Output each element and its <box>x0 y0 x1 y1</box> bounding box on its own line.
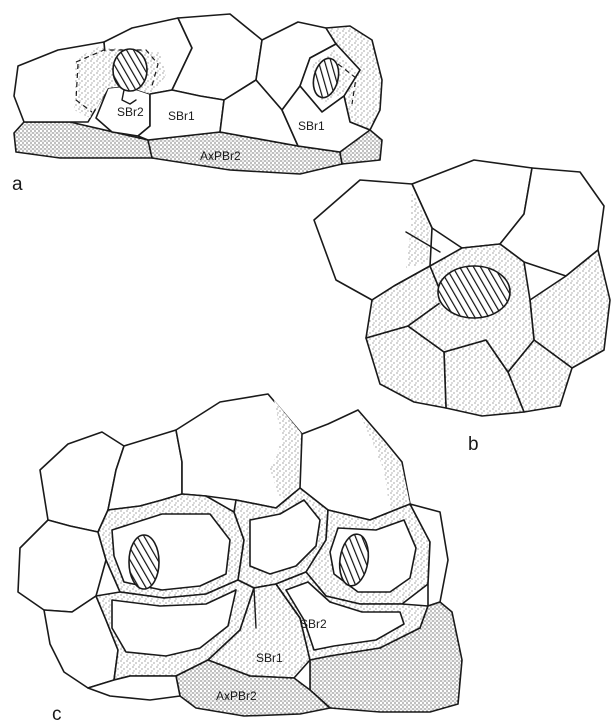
panel-label-a: a <box>12 174 23 195</box>
label-c-sbr2: SBr2 <box>300 617 327 631</box>
label-c-sbr1: SBr1 <box>256 651 283 665</box>
panel-c: SBr2 SBr1 AxPBr2 c <box>18 394 462 723</box>
panel-label-c: c <box>52 704 62 723</box>
brachial-opening-b <box>438 266 510 318</box>
brachial-opening-c-left <box>129 535 159 589</box>
label-a-sbr1-right: SBr1 <box>298 119 325 133</box>
label-a-axpbr2: AxPBr2 <box>200 149 241 163</box>
label-c-axpbr2: AxPBr2 <box>216 689 257 703</box>
label-a-sbr2: SBr2 <box>117 105 144 119</box>
label-a-sbr1-left: SBr1 <box>168 109 195 123</box>
panel-a: SBr2 SBr1 SBr1 AxPBr2 a <box>12 14 382 195</box>
brachial-opening-a-left <box>113 49 147 91</box>
panel-label-b: b <box>468 434 479 455</box>
